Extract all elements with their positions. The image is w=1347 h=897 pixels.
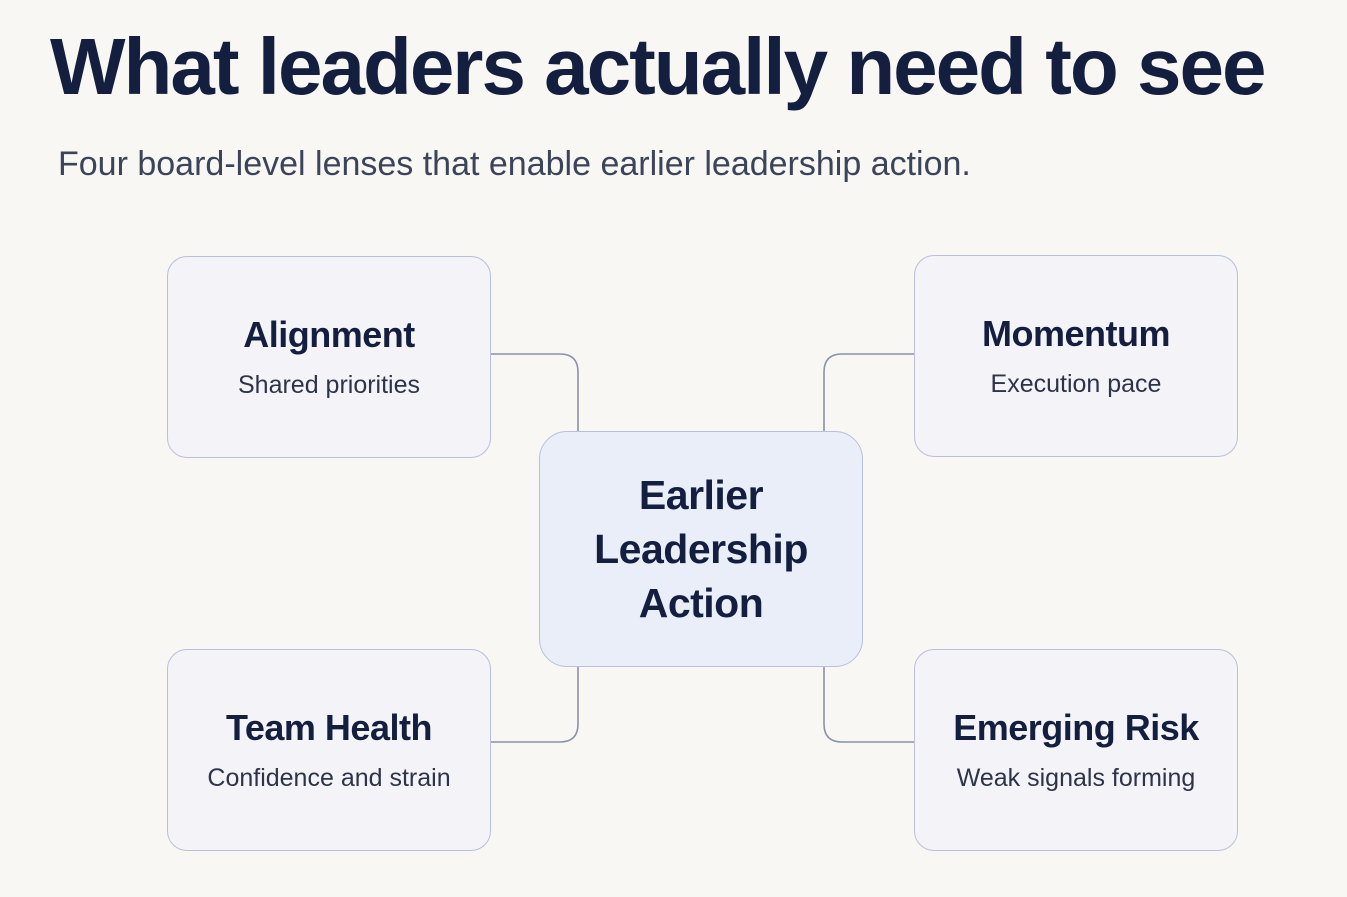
page-title: What leaders actually need to see (50, 22, 1266, 111)
page-subtitle: Four board-level lenses that enable earl… (58, 145, 971, 183)
lens-title: Alignment (243, 314, 415, 355)
lens-title: Emerging Risk (953, 707, 1199, 748)
lens-card-team-health: Team Health Confidence and strain (167, 649, 491, 851)
center-card: Earlier Leadership Action (539, 431, 863, 667)
connector-emerging-risk (823, 667, 914, 743)
lens-subtitle: Execution pace (990, 370, 1162, 398)
lens-title: Team Health (226, 707, 432, 748)
connector-alignment (491, 353, 579, 431)
lens-card-momentum: Momentum Execution pace (914, 255, 1238, 457)
lens-subtitle: Confidence and strain (207, 764, 451, 792)
center-label: Earlier Leadership Action (594, 472, 808, 626)
lens-title: Momentum (982, 313, 1171, 354)
lens-card-alignment: Alignment Shared priorities (167, 256, 491, 458)
lens-subtitle: Shared priorities (237, 371, 421, 399)
lens-card-emerging-risk: Emerging Risk Weak signals forming (914, 649, 1238, 851)
connector-momentum (823, 353, 914, 431)
lens-subtitle: Weak signals forming (956, 764, 1196, 792)
connector-team-health (491, 667, 579, 743)
